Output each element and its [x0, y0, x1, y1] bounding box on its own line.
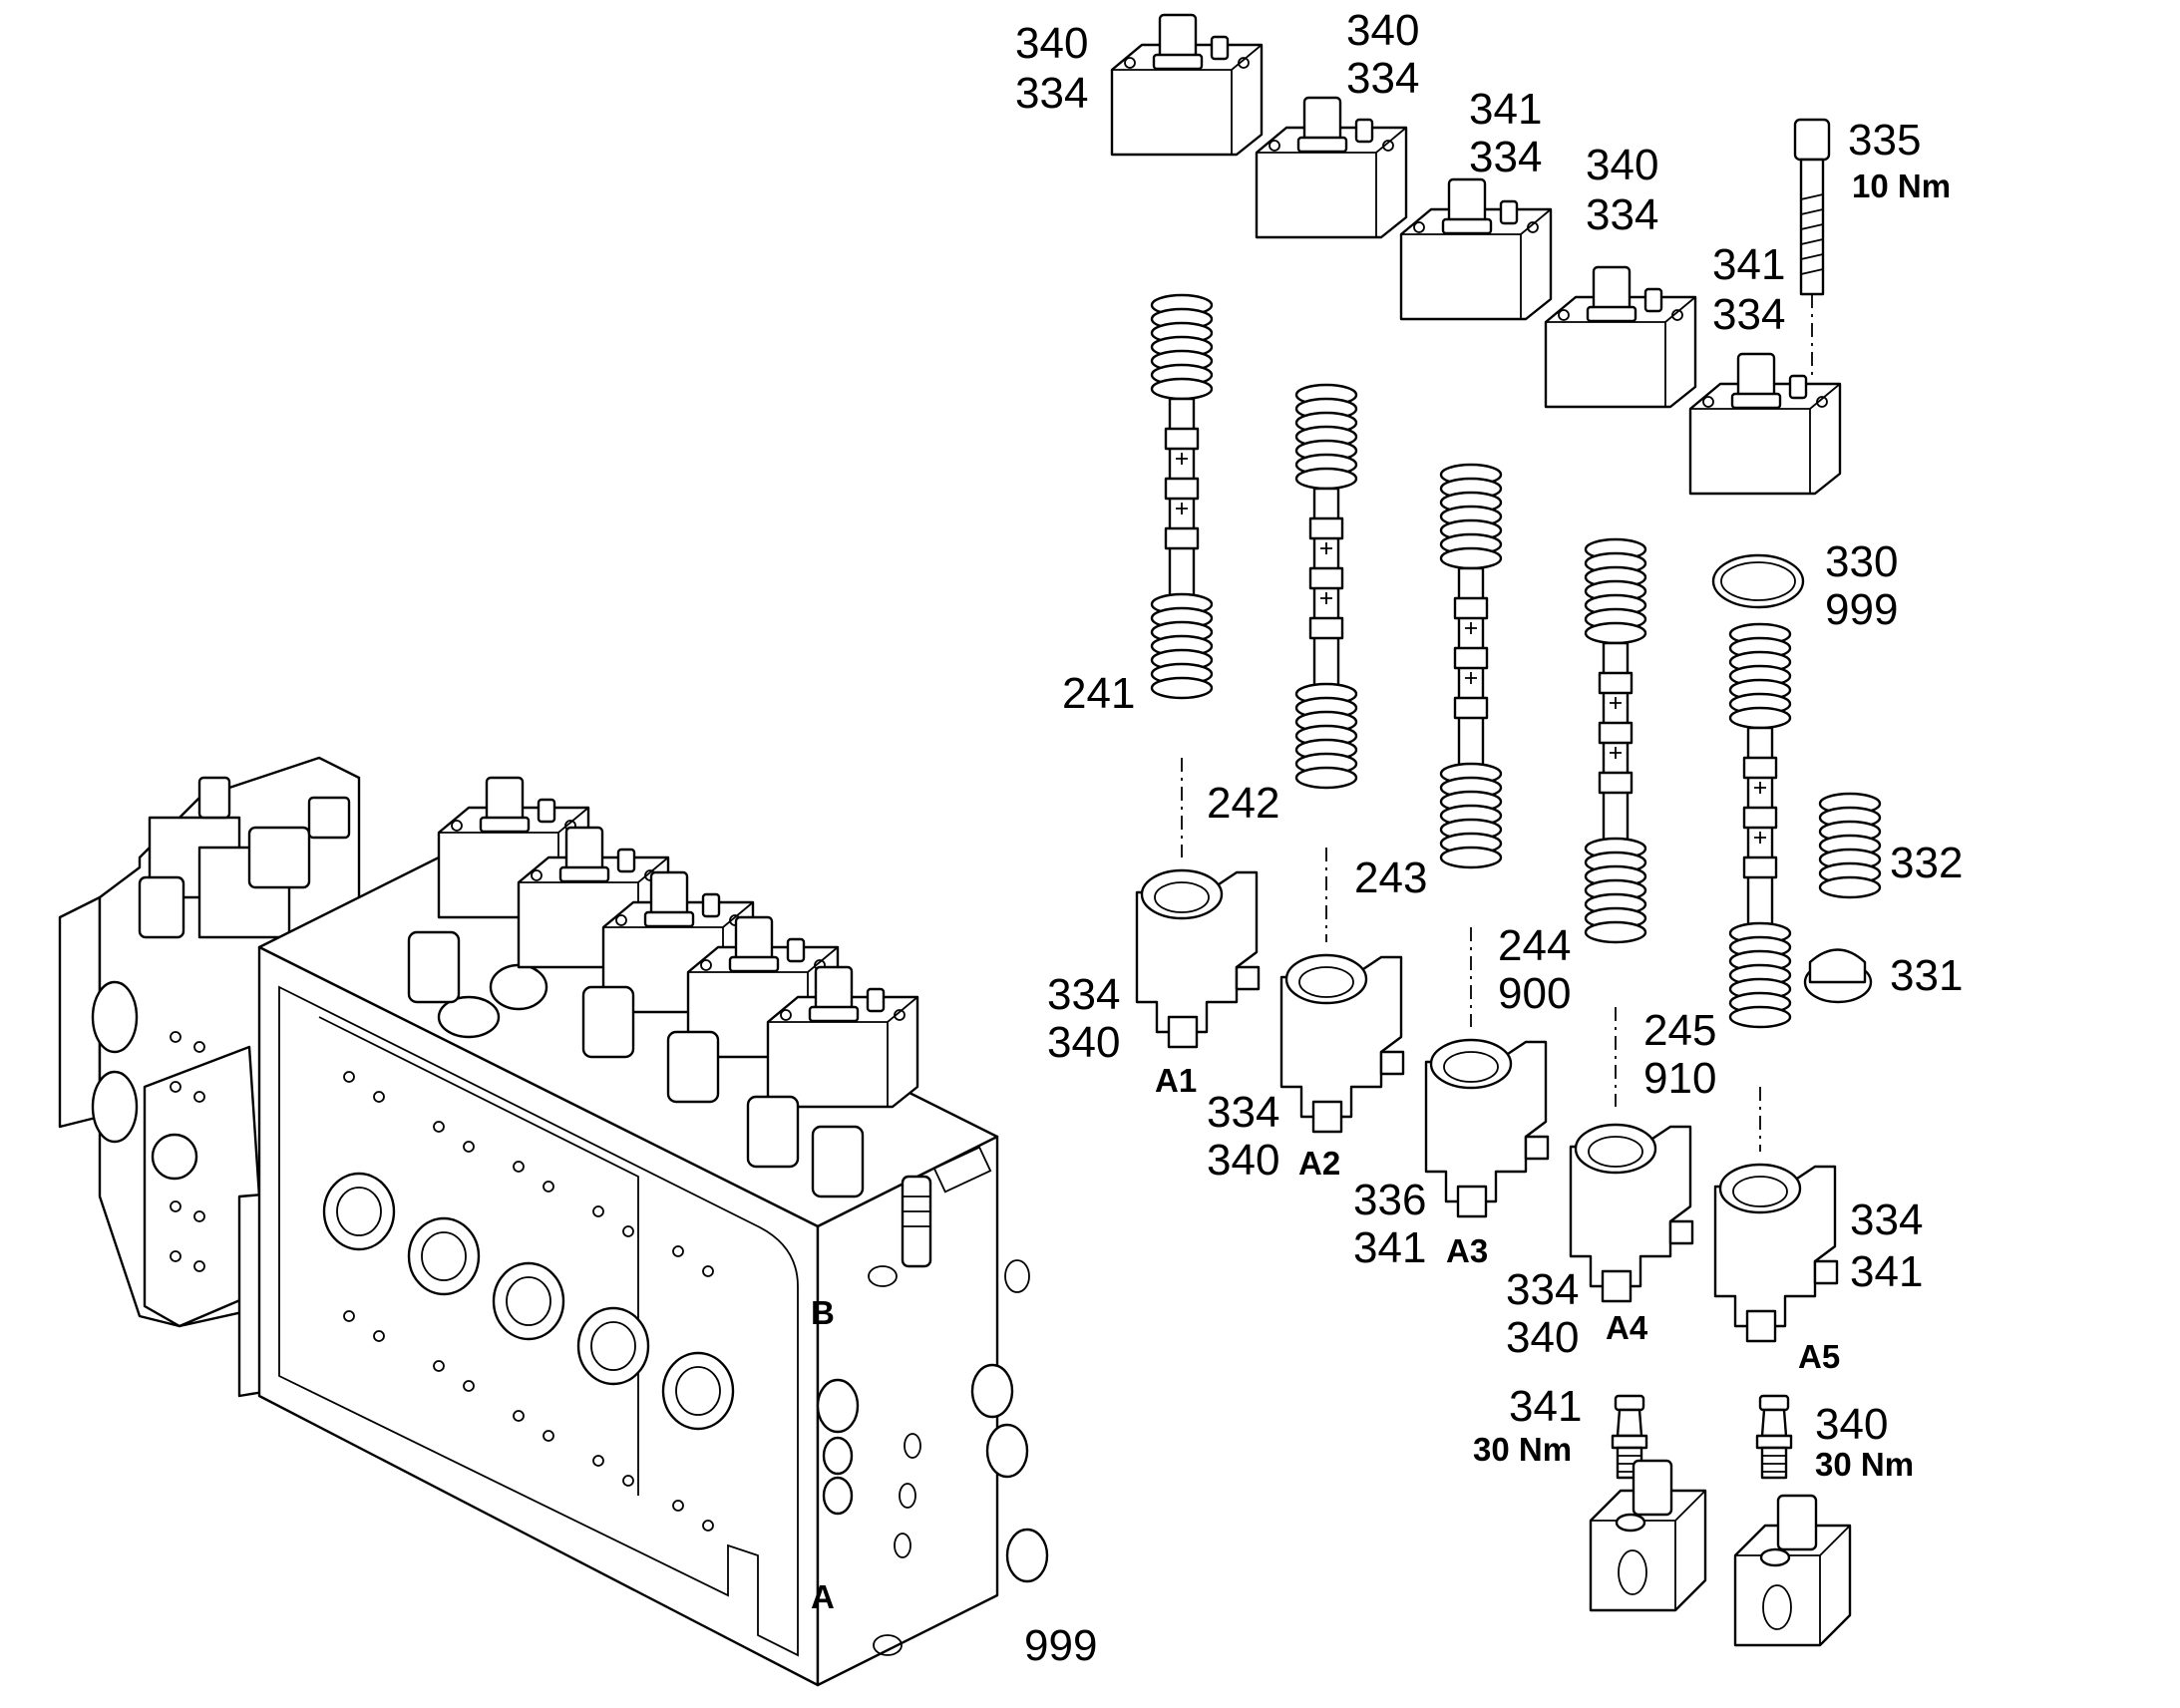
- callout-241: 241: [1062, 669, 1135, 718]
- label-a4: A4: [1606, 1309, 1648, 1346]
- callout-334: 334: [1207, 1088, 1279, 1137]
- callout-910: 910: [1643, 1054, 1716, 1103]
- callout-334-top: 334: [1015, 69, 1088, 118]
- bolt-335: [1793, 118, 1831, 379]
- callout-334: 334: [1469, 133, 1542, 181]
- callout-335: 335: [1848, 116, 1921, 165]
- callout-340: 340: [1586, 141, 1658, 189]
- callout-334: 334: [1712, 290, 1785, 339]
- label-a1: A1: [1155, 1062, 1197, 1099]
- callout-331: 331: [1890, 951, 1963, 1000]
- valve-block: [58, 756, 1049, 1687]
- callout-243: 243: [1354, 854, 1427, 902]
- callout-334: 334: [1586, 190, 1658, 239]
- callout-244: 244: [1498, 921, 1571, 970]
- torque-30nm-right: 30 Nm: [1815, 1446, 1914, 1483]
- callout-242: 242: [1207, 779, 1279, 828]
- torque-30nm-left: 30 Nm: [1473, 1431, 1572, 1468]
- label-a5: A5: [1798, 1338, 1840, 1375]
- callout-341: 341: [1509, 1382, 1582, 1431]
- callout-341: 341: [1469, 85, 1542, 134]
- callout-341: 341: [1353, 1223, 1426, 1272]
- callout-341: 341: [1712, 240, 1785, 289]
- o-ring-330: [1711, 553, 1805, 609]
- callout-340-top: 340: [1015, 19, 1088, 68]
- port-label-a: A: [811, 1578, 835, 1615]
- callout-340: 340: [1346, 6, 1419, 55]
- callout-340: 340: [1207, 1136, 1279, 1185]
- callout-330: 330: [1825, 537, 1898, 586]
- callout-340: 340: [1047, 1018, 1120, 1067]
- callout-labels: 340 334 340 334 341 334 340 334 341 334 …: [811, 6, 1963, 1670]
- end-fittings: [1589, 1459, 1852, 1647]
- callout-334: 334: [1506, 1265, 1579, 1314]
- cap-331: [1803, 948, 1873, 1004]
- label-a2: A2: [1298, 1145, 1340, 1182]
- callout-340: 340: [1506, 1313, 1579, 1362]
- callout-340: 340: [1815, 1400, 1888, 1449]
- callout-334: 334: [1850, 1196, 1923, 1244]
- callout-245: 245: [1643, 1006, 1716, 1055]
- callout-999-bottom: 999: [1024, 1621, 1097, 1670]
- port-label-b: B: [811, 1294, 835, 1331]
- label-a3: A3: [1446, 1232, 1488, 1269]
- callout-334: 334: [1346, 54, 1419, 103]
- callout-332: 332: [1890, 839, 1963, 887]
- callout-341: 341: [1850, 1247, 1923, 1296]
- callout-999: 999: [1825, 585, 1898, 634]
- callout-334: 334: [1047, 970, 1120, 1019]
- callout-336: 336: [1353, 1176, 1426, 1224]
- torque-10nm: 10 Nm: [1852, 168, 1951, 204]
- spring-332: [1818, 792, 1882, 899]
- callout-900: 900: [1498, 969, 1571, 1018]
